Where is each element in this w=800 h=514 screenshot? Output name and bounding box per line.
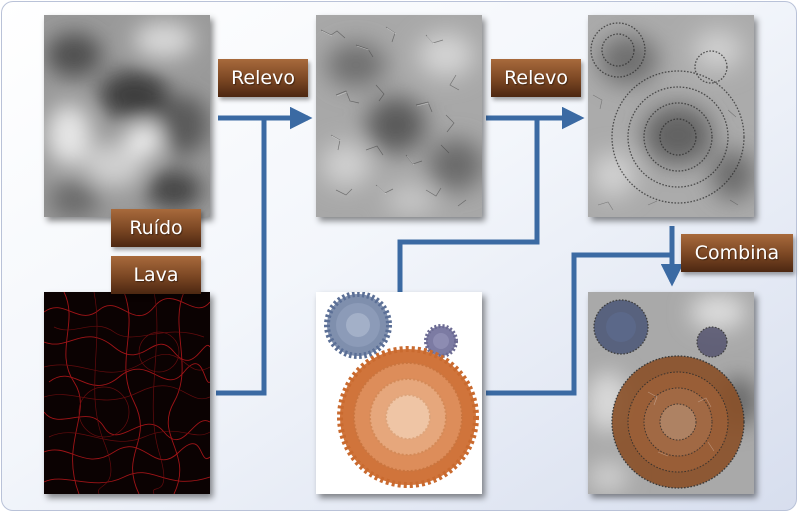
relevo-label-2: Relevo <box>491 59 581 97</box>
embossed-noise-image <box>316 15 482 217</box>
grayscale-noise-icon <box>44 15 210 217</box>
ruido-label: Ruído <box>111 209 201 247</box>
noise-texture-image <box>44 15 210 217</box>
orange-blue-gears-icon <box>316 292 482 494</box>
connector-gears-to-combine <box>486 252 672 396</box>
red-lava-icon <box>44 292 210 494</box>
embossed-gears-image <box>588 15 754 217</box>
connector-lava-to-relief <box>216 118 267 396</box>
embossed-gears-icon <box>588 15 754 217</box>
combina-label: Combina <box>681 234 793 272</box>
colored-gears-image <box>316 292 482 494</box>
connector-gears-to-relief <box>397 118 540 292</box>
combined-result-icon <box>588 292 754 494</box>
embossed-noise-icon <box>316 15 482 217</box>
combined-result-image <box>588 292 754 494</box>
relevo-label-1: Relevo <box>218 59 308 97</box>
lava-texture-image <box>44 292 210 494</box>
lava-label: Lava <box>111 256 201 294</box>
